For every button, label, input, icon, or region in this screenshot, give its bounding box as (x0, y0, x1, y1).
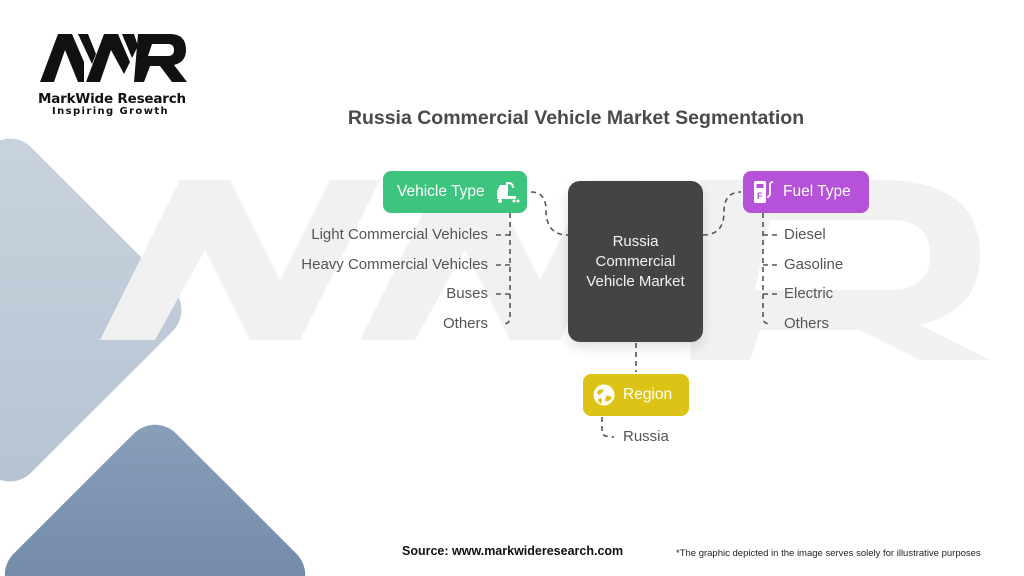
segment-region: Region (583, 374, 689, 416)
svg-text:F: F (757, 191, 763, 201)
brand-logo: MarkWide Research Inspiring Growth (38, 32, 193, 117)
list-item: Gasoline (784, 256, 844, 273)
list-item: Buses (446, 285, 488, 302)
list-item: Diesel (784, 226, 826, 243)
disclaimer-note: *The graphic depicted in the image serve… (676, 548, 981, 559)
truck-icon (496, 182, 520, 203)
list-item: Others (442, 315, 488, 332)
mwr-logo-mark (40, 34, 187, 82)
segment-fuel-type: F Fuel Type (743, 171, 869, 213)
center-node: Russia Commercial Vehicle Market (568, 181, 703, 342)
page-title: Russia Commercial Vehicle Market Segment… (347, 107, 805, 129)
list-item: Electric (784, 285, 834, 302)
source-citation: Source: www.markwideresearch.com (402, 544, 624, 558)
brand-tagline: Inspiring Growth (52, 106, 170, 117)
segment-vehicle-type: Vehicle Type (383, 171, 527, 213)
list-item: Heavy Commercial Vehicles (301, 256, 488, 273)
globe-icon (593, 384, 615, 406)
fuel-pump-icon: F (754, 181, 774, 203)
segment-label: Vehicle Type (397, 183, 485, 200)
brand-name: MarkWide Research (38, 91, 186, 107)
list-item: Light Commercial Vehicles (311, 226, 488, 243)
list-item: Others (784, 315, 830, 332)
segment-label: Fuel Type (783, 183, 851, 200)
segment-label: Region (623, 386, 673, 403)
list-item: Russia (623, 428, 669, 445)
center-node-label: Russia Commercial Vehicle Market (586, 232, 685, 290)
